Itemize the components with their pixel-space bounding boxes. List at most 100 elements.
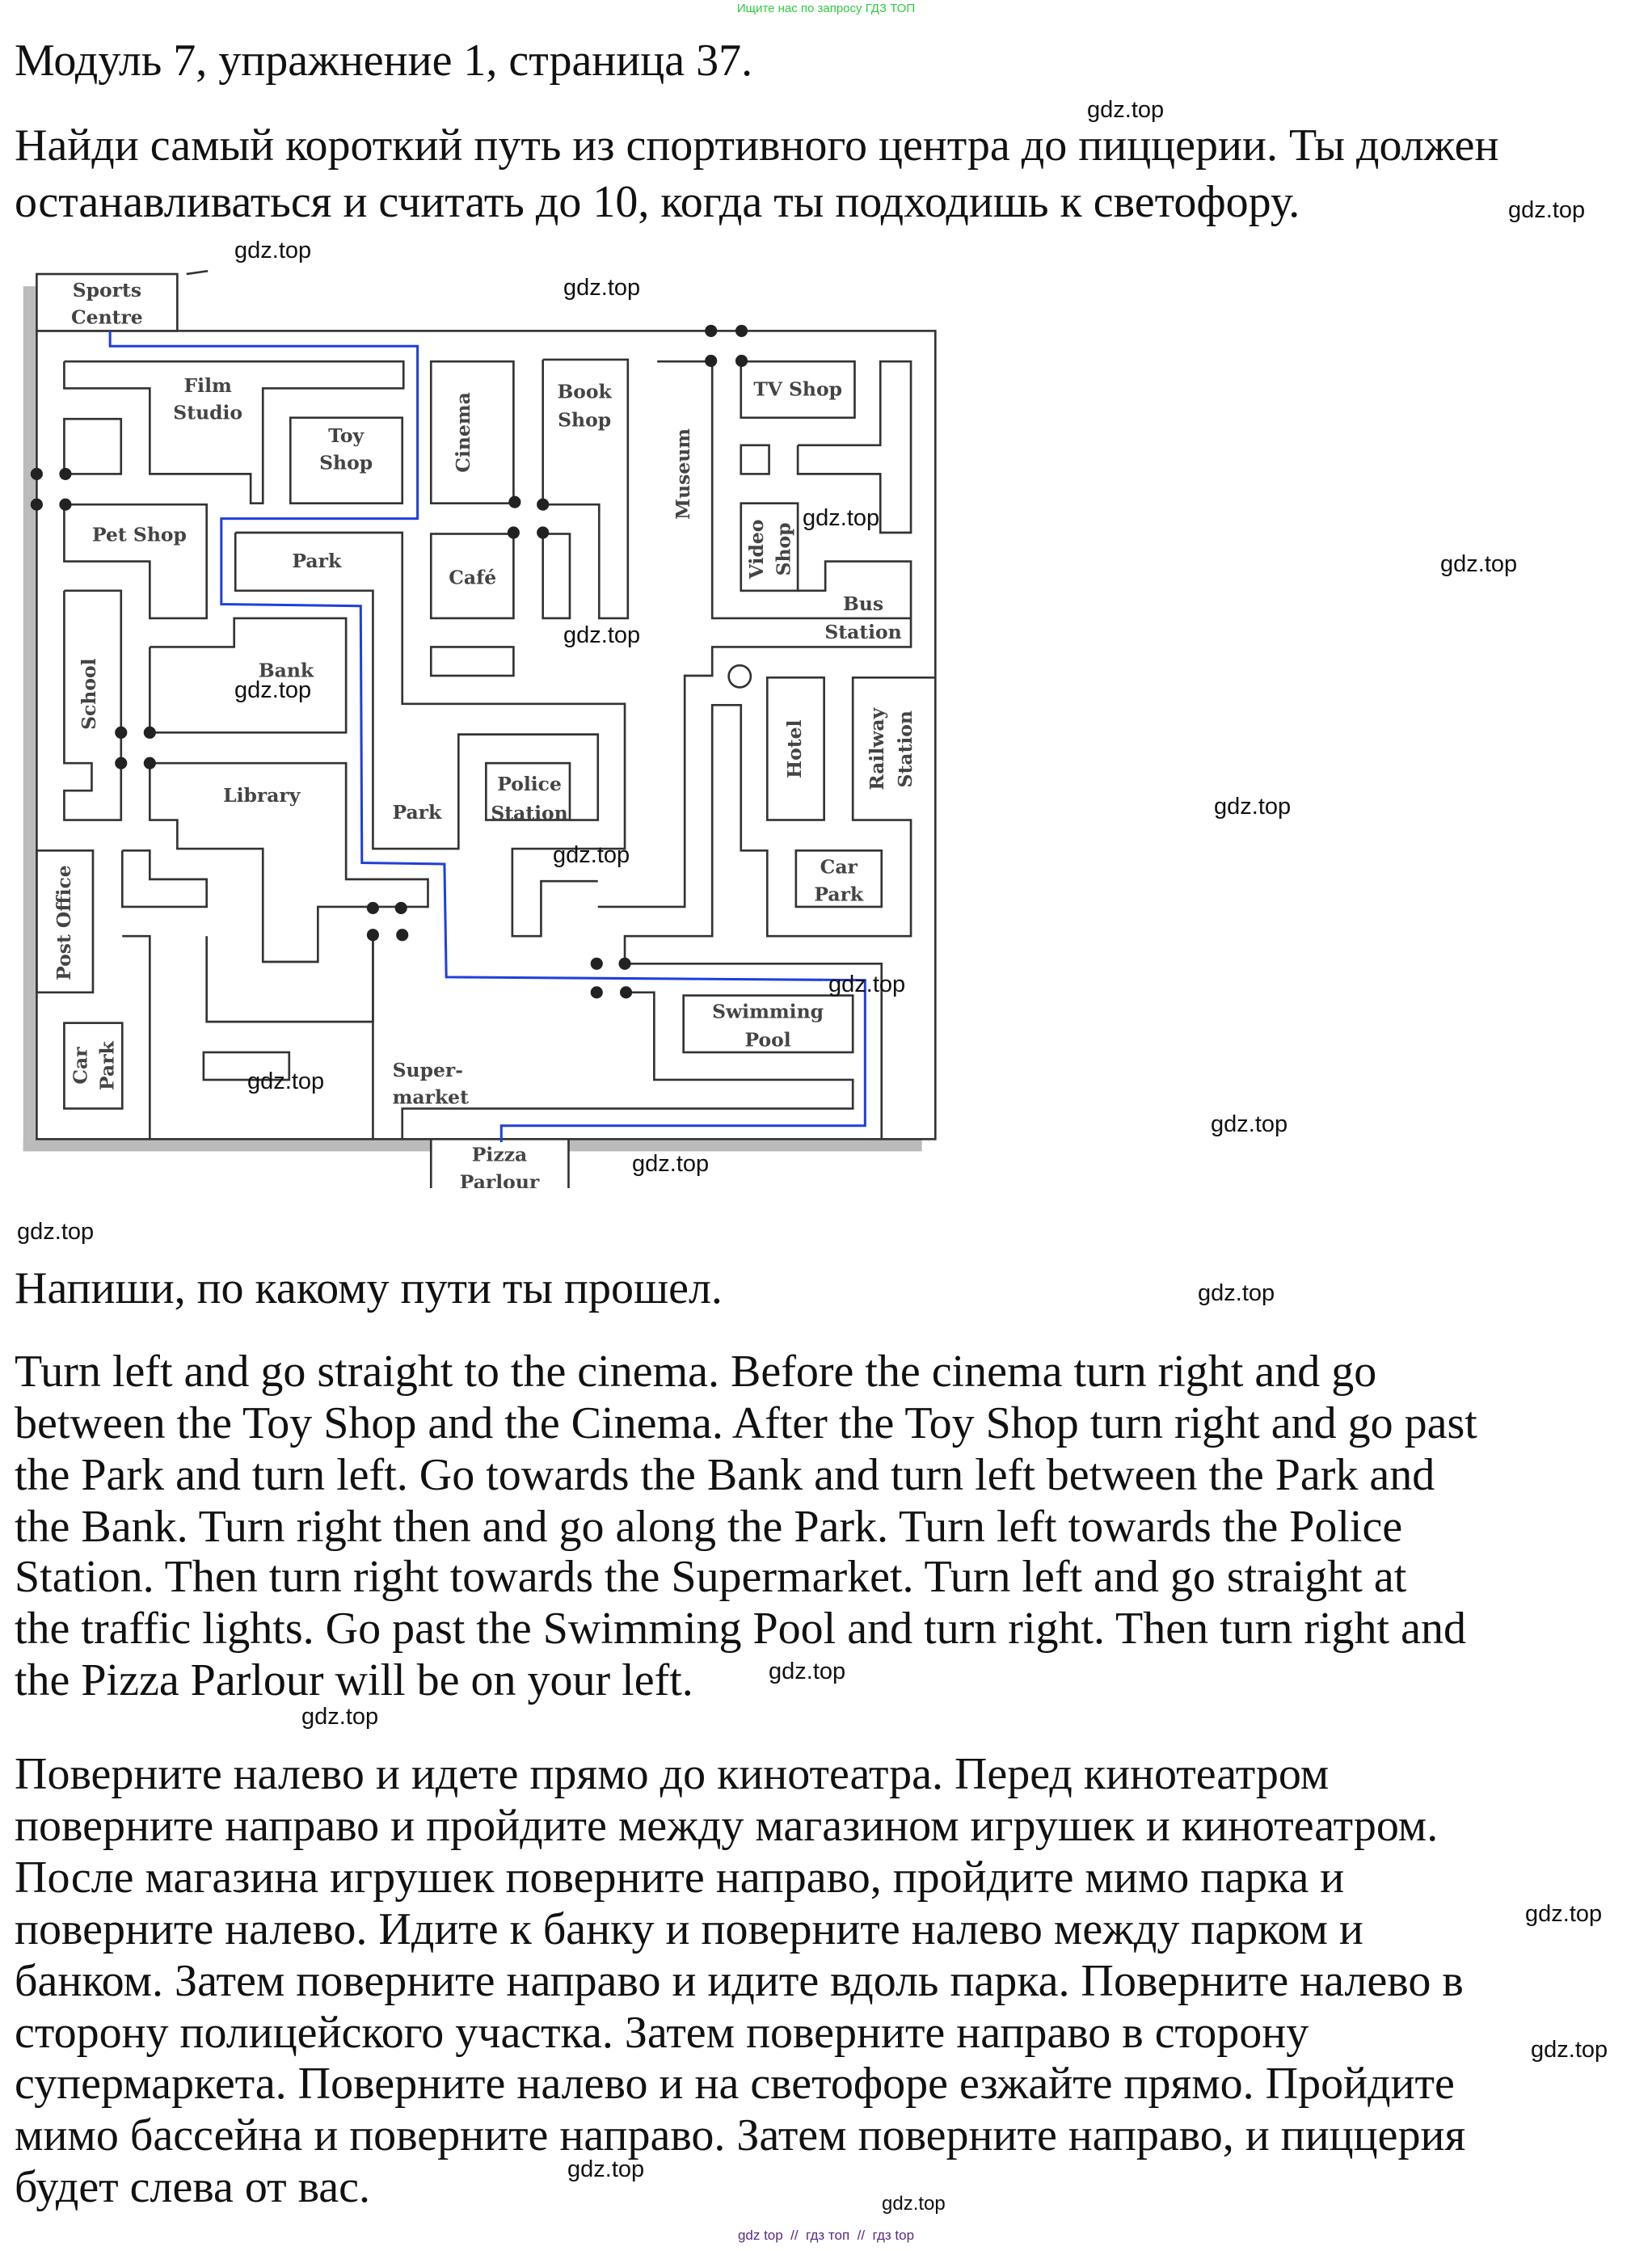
watermark: gdz.top: [803, 505, 880, 531]
label-pet-shop: Pet Shop: [92, 524, 187, 546]
traffic-light-icon: [705, 354, 718, 368]
traffic-light-icon: [59, 467, 72, 480]
traffic-light-icon: [394, 901, 407, 914]
english-line: the Pizza Parlour will be on your left.: [15, 1655, 693, 1705]
watermark: gdz.top: [1525, 1901, 1603, 1927]
watermark: gdz.top: [769, 1659, 846, 1684]
watermark: gdz.top: [17, 1219, 95, 1245]
maze-walls: [36, 269, 937, 1188]
page-title: Модуль 7, упражнение 1, страница 37.: [15, 36, 753, 86]
watermark: gdz.top: [1211, 1111, 1288, 1137]
label-library: Library: [223, 784, 301, 807]
russian-line: После магазина игрушек поверните направо…: [15, 1853, 1345, 1903]
english-line: the traffic lights. Go past the Swimming…: [15, 1604, 1466, 1654]
traffic-light-icon: [396, 929, 409, 942]
label-post-office: Post Office: [53, 865, 75, 980]
watermark: gdz.top: [553, 842, 630, 868]
watermark: gdz.top: [567, 2156, 645, 2182]
map-edge: [23, 286, 36, 1152]
traffic-light-icon: [115, 726, 128, 739]
footer-links[interactable]: gdz top // гдз топ // гдз top: [737, 2228, 915, 2243]
english-line: Turn left and go straight to the cinema.…: [15, 1347, 1377, 1397]
label-park: Park: [292, 550, 342, 572]
label-supermarket: Super-market: [393, 1059, 469, 1108]
watermark: gdz.top: [563, 622, 641, 648]
english-line: between the Toy Shop and the Cinema. Aft…: [15, 1398, 1477, 1448]
traffic-light-icon: [537, 498, 550, 511]
watermark: gdz.top: [563, 275, 641, 301]
traffic-light-icon: [618, 957, 631, 970]
watermark: gdz.top: [1440, 551, 1518, 577]
russian-line: будет слева от вас.: [15, 2162, 371, 2212]
label-cafe: Café: [449, 567, 496, 589]
watermark: gdz.top: [234, 677, 312, 703]
watermark: gdz.top: [1531, 2037, 1608, 2063]
watermark: gdz.top: [1087, 97, 1165, 123]
russian-line: банком. Затем поверните направо и идите …: [15, 1956, 1464, 2006]
task-line: Найди самый короткий путь из спортивного…: [15, 120, 1499, 171]
russian-line: мимо бассейна и поверните направо. Затем…: [15, 2110, 1466, 2160]
traffic-light-icon: [507, 526, 520, 539]
label-tv-shop: TV Shop: [753, 378, 842, 401]
traffic-light-icon: [590, 957, 603, 970]
russian-line: поверните направо и пройдите между магаз…: [15, 1801, 1439, 1851]
english-line: the Park and turn left. Go towards the B…: [15, 1450, 1435, 1500]
label-park: Park: [392, 801, 442, 824]
watermark: gdz.top: [1198, 1280, 1275, 1306]
traffic-light-icon: [705, 324, 718, 337]
english-line: the Bank. Turn right then and go along t…: [15, 1502, 1403, 1552]
russian-line: супермаркета. Поверните налево и на свет…: [15, 2059, 1455, 2109]
watermark: gdz.top: [234, 238, 312, 263]
traffic-light-icon: [115, 757, 128, 769]
watermark: gdz.top: [1508, 197, 1586, 223]
traffic-light-icon: [735, 354, 748, 368]
traffic-lights: [30, 324, 748, 999]
label-bank: Bank: [259, 660, 314, 682]
traffic-light-icon: [537, 526, 550, 539]
watermark: gdz.top: [632, 1151, 710, 1177]
traffic-light-icon: [143, 757, 156, 769]
traffic-light-icon: [59, 498, 72, 511]
english-line: Station. Then turn right towards the Sup…: [15, 1552, 1407, 1602]
traffic-light-icon: [366, 901, 379, 914]
watermark: gdz.top: [882, 2193, 946, 2215]
traffic-light-icon: [366, 929, 379, 942]
traffic-light-icon: [590, 986, 603, 999]
roundabout-icon: [727, 664, 752, 689]
traffic-light-icon: [620, 986, 633, 999]
prompt-text: Напиши, по какому пути ты прошел.: [15, 1263, 723, 1313]
traffic-light-icon: [30, 467, 43, 480]
russian-line: сторону полицейского участка. Затем пове…: [15, 2008, 1309, 2058]
label-cinema: Cinema: [452, 392, 474, 473]
route-path: [108, 331, 866, 1143]
watermark: gdz.top: [301, 1704, 379, 1730]
russian-line: Поверните налево и идете прямо до киноте…: [15, 1749, 1330, 1799]
traffic-light-icon: [30, 498, 43, 511]
traffic-light-icon: [508, 495, 521, 508]
traffic-light-icon: [143, 726, 156, 739]
label-hotel: Hotel: [783, 719, 806, 778]
russian-line: поверните налево. Идите к банку и поверн…: [15, 1904, 1363, 1954]
task-line: останавливаться и считать до 10, когда т…: [15, 177, 1300, 227]
watermark: gdz.top: [1214, 794, 1292, 820]
traffic-light-icon: [735, 324, 748, 337]
top-note: Ищите нас по запросу ГДЗ ТОП: [736, 2, 916, 15]
label-museum: Museum: [672, 428, 694, 520]
label-school: School: [78, 658, 100, 730]
watermark: gdz.top: [828, 972, 906, 997]
watermark: gdz.top: [247, 1069, 325, 1094]
